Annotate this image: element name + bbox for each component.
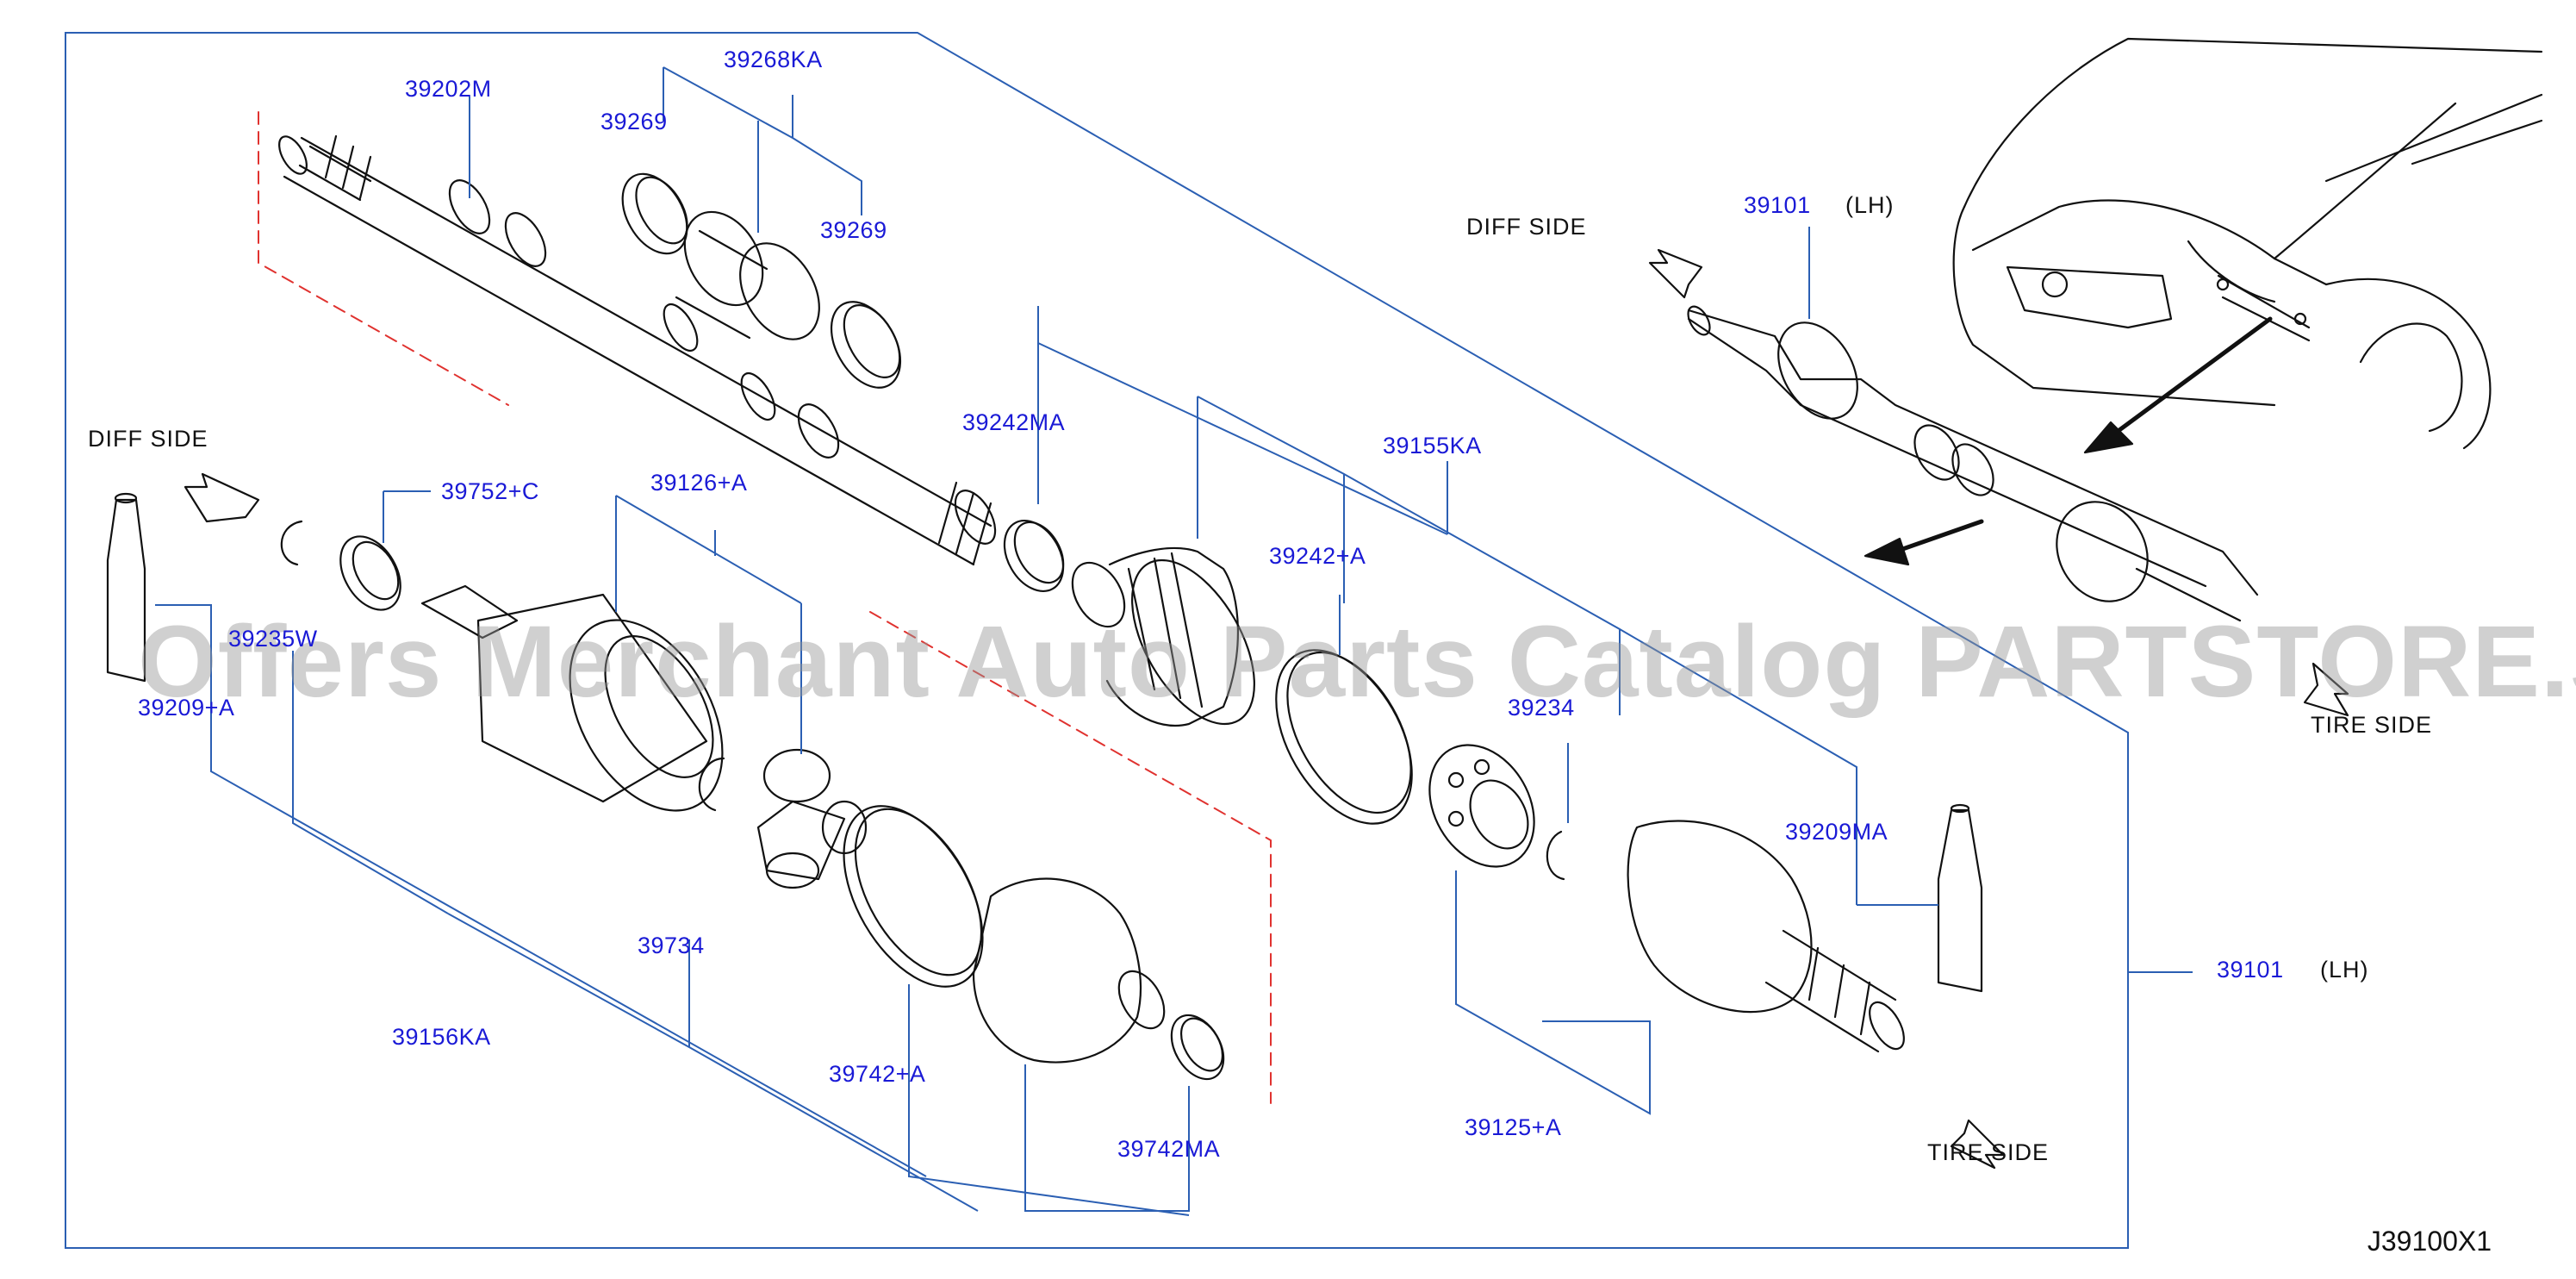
part-39156KA-label[interactable]: 39156KA — [392, 1024, 491, 1050]
part-39269-label-top[interactable]: 39269 — [600, 109, 668, 134]
direction-arrows — [184, 248, 2349, 1170]
part-39101-label-right[interactable]: 39101 — [2217, 957, 2284, 983]
car-outline-drawing — [1952, 37, 2543, 450]
tire-side-note-bottom: TIRE SIDE — [1927, 1139, 2050, 1165]
red-dashed-guides — [258, 111, 1272, 1104]
part-39101-label-top[interactable]: 39101 — [1744, 192, 1811, 218]
tire-side-note-top: TIRE SIDE — [2311, 712, 2433, 738]
part-39202M-label[interactable]: 39202M — [405, 76, 492, 102]
part-39268KA-label[interactable]: 39268KA — [724, 47, 823, 72]
part-39269-label-right[interactable]: 39269 — [820, 217, 887, 243]
part-39242A-label[interactable]: 39242+A — [1269, 543, 1366, 569]
part-39742MA-label[interactable]: 39742MA — [1117, 1136, 1221, 1162]
part-39155KA-label[interactable]: 39155KA — [1383, 433, 1482, 459]
lh-note-top: (LH) — [1845, 192, 1895, 218]
bands-drawing — [1003, 519, 1413, 825]
outer-boot-drawing — [1071, 546, 1255, 727]
lh-note-right: (LH) — [2320, 957, 2369, 983]
part-39742A-label[interactable]: 39742+A — [829, 1061, 926, 1087]
part-39126A-label[interactable]: 39126+A — [650, 470, 748, 496]
diagram-id: J39100X1 — [2367, 1226, 2492, 1257]
diff-side-note-top: DIFF SIDE — [1466, 214, 1587, 240]
part-39242MA-label[interactable]: 39242MA — [962, 409, 1066, 435]
leader-lines — [65, 32, 2193, 1249]
part-39235W-label[interactable]: 39235W — [228, 626, 318, 652]
watermark-text: Offers Merchant Auto Parts Catalog PARTS… — [138, 605, 2576, 719]
drive-shaft-drawing — [278, 134, 997, 566]
part-39734-label[interactable]: 39734 — [638, 933, 705, 958]
part-39234-label[interactable]: 39234 — [1508, 695, 1575, 721]
right-components-drawing — [1428, 744, 1983, 1053]
left-components-drawing — [106, 492, 1225, 1081]
part-39125A-label[interactable]: 39125+A — [1465, 1114, 1562, 1140]
part-39209A-label[interactable]: 39209+A — [138, 695, 235, 721]
part-39752C-label[interactable]: 39752+C — [441, 478, 539, 504]
diff-side-note-left: DIFF SIDE — [88, 426, 208, 452]
boot-band-group-drawing — [621, 172, 902, 389]
part-39209MA-label[interactable]: 39209MA — [1785, 819, 1888, 845]
assembled-shaft-drawing — [1687, 305, 2259, 622]
